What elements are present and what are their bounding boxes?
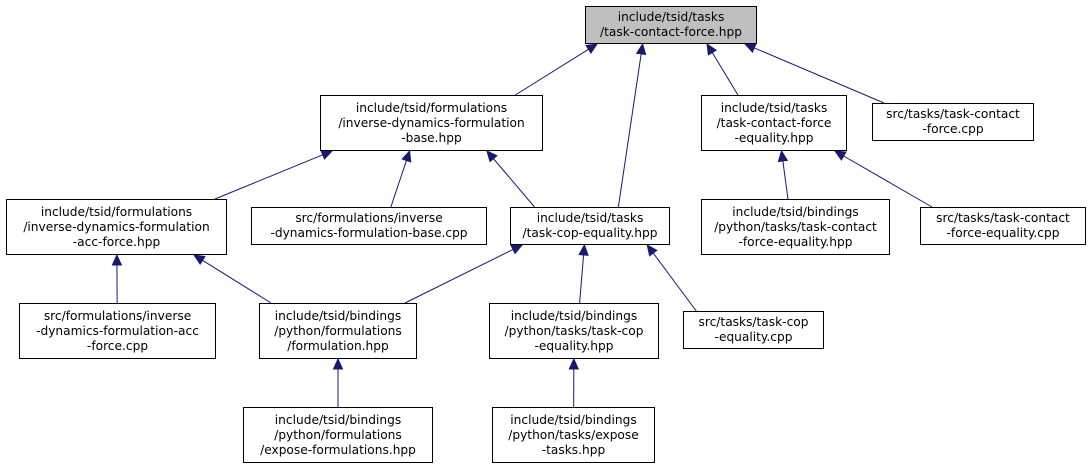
edge-n4-to-n1 [214, 154, 323, 200]
edge-n12-to-n6 [652, 252, 697, 312]
arrowhead-n3-to-n0 [743, 43, 757, 53]
node-bindings-task-contact-force-equality-hpp[interactable]: include/tsid/bindings/python/tasks/task-… [701, 199, 890, 255]
arrowhead-n11-to-n6 [578, 243, 589, 256]
edge-n3-to-n0 [754, 47, 885, 104]
arrowhead-n5-to-n1 [401, 149, 412, 163]
node-bindings-expose-formulations-hpp[interactable]: include/tsid/bindings/python/formulation… [243, 407, 433, 463]
edge-n11-to-n6 [579, 254, 585, 304]
edge-n5-to-n1 [390, 160, 407, 208]
edge-n1-to-n0 [515, 48, 589, 96]
edge-n8-to-n2 [843, 155, 933, 208]
arrowhead-n4-to-n1 [320, 150, 334, 160]
node-bindings-expose-tasks-hpp[interactable]: include/tsid/bindings/python/tasks/expos… [492, 407, 655, 463]
arrowhead-n1-to-n0 [585, 43, 599, 55]
arrowhead-n13-to-n10 [332, 357, 344, 370]
arrowhead-n10-to-n6 [510, 244, 524, 255]
node-bindings-task-cop-equality-hpp[interactable]: include/tsid/bindings/python/tasks/task-… [489, 303, 659, 359]
node-bindings-formulation-hpp[interactable]: include/tsid/bindings/python/formulation… [259, 303, 417, 359]
node-inverse-dynamics-formulation-acc-force-cpp[interactable]: src/formulations/inverse-dynamics-formul… [19, 303, 216, 359]
node-inverse-dynamics-formulation-base-cpp[interactable]: src/formulations/inverse-dynamics-formul… [251, 207, 487, 245]
node-task-contact-force-hpp: include/tsid/tasks/task-contact-force.hp… [585, 6, 757, 44]
node-task-contact-force-equality-hpp[interactable]: include/tsid/tasks/task-contact-force-eq… [701, 95, 847, 151]
node-task-cop-equality-cpp[interactable]: src/tasks/task-cop-equality.cpp [683, 311, 824, 349]
edge-n10-to-n4 [202, 259, 272, 304]
arrowhead-n7-to-n2 [777, 149, 789, 163]
arrowhead-n10-to-n4 [192, 254, 206, 266]
arrowhead-n6-to-n1 [486, 150, 498, 163]
edge-n10-to-n6 [404, 248, 514, 304]
arrowhead-n8-to-n2 [833, 150, 847, 161]
node-inverse-dynamics-formulation-base-hpp[interactable]: include/tsid/formulations/inverse-dynami… [320, 95, 543, 151]
edge-n7-to-n2 [782, 160, 789, 200]
node-task-contact-force-cpp[interactable]: src/tasks/task-contact-force.cpp [872, 103, 1034, 141]
edge-n6-to-n0 [617, 53, 642, 208]
node-task-contact-force-equality-cpp[interactable]: src/tasks/task-contact-force-equality.cp… [920, 207, 1086, 245]
edge-n6-to-n1 [493, 158, 535, 208]
arrowhead-n2-to-n0 [706, 42, 718, 56]
arrowhead-n6-to-n0 [635, 42, 647, 56]
node-task-cop-equality-hpp[interactable]: include/tsid/tasks/task-cop-equality.hpp [510, 207, 670, 245]
arrowhead-n14-to-n11 [568, 357, 580, 370]
edge-n2-to-n0 [711, 52, 739, 96]
arrowhead-n12-to-n6 [646, 244, 658, 257]
node-inverse-dynamics-formulation-acc-force-hpp[interactable]: include/tsid/formulations/inverse-dynami… [6, 199, 227, 255]
arrowhead-n9-to-n4 [111, 253, 123, 266]
